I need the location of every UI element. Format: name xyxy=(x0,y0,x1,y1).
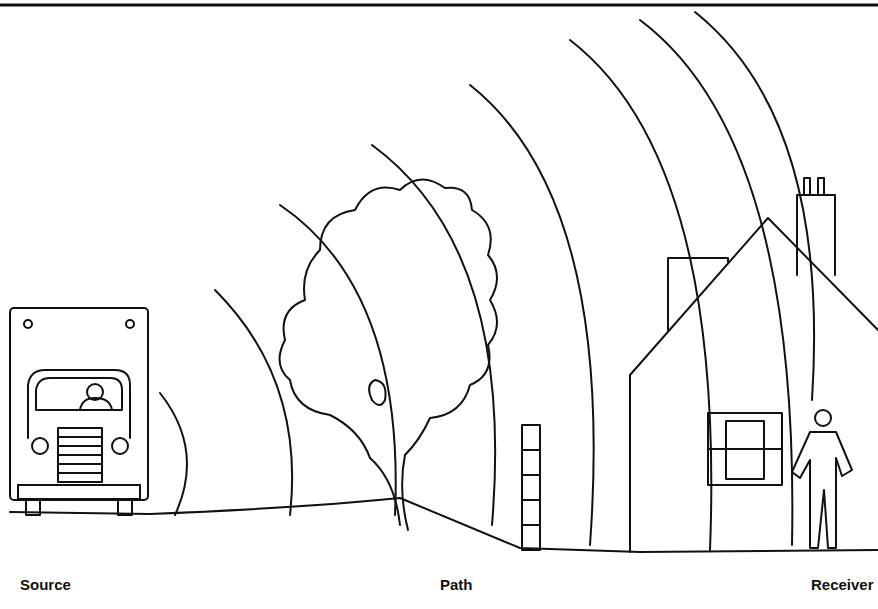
person-receiver xyxy=(792,410,852,548)
top-rule xyxy=(0,4,878,7)
tree-barrier xyxy=(280,179,497,530)
house-receiver xyxy=(630,178,878,552)
truck-source xyxy=(10,308,148,515)
section-label: Source xyxy=(20,576,71,593)
wall-barrier xyxy=(522,425,540,550)
section-label: Receiver xyxy=(811,576,874,593)
sound-wavefronts xyxy=(160,12,814,550)
section-label: Path xyxy=(440,576,473,593)
ground-line xyxy=(10,498,878,552)
